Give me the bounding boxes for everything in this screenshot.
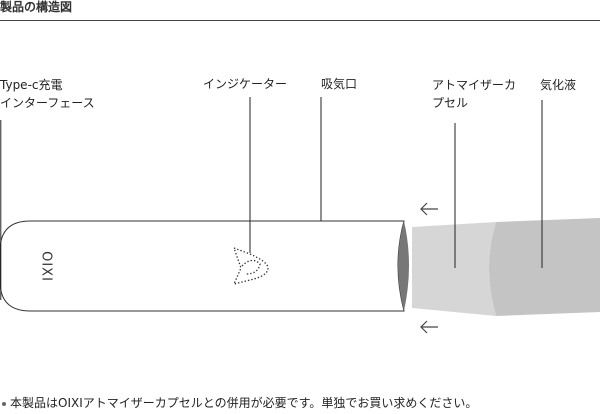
capsule-body xyxy=(412,222,496,316)
footnote-text: 本製品はOIXIアトマイザーカプセルとの併用が必要です。単独でお買い求めください… xyxy=(10,396,478,410)
label-charging-line1: Type-c充電 xyxy=(0,78,63,92)
device-body xyxy=(0,220,405,312)
label-capsule-line1: アトマイザーカ xyxy=(432,78,517,92)
label-capsule-line2: プセル xyxy=(432,96,469,110)
footnote: 本製品はOIXIアトマイザーカプセルとの併用が必要です。単独でお買い求めください… xyxy=(0,395,477,411)
arrow-left-icon xyxy=(420,202,438,216)
indicator-light-icon xyxy=(232,246,269,285)
liquid-reservoir xyxy=(489,218,600,316)
label-indicator: インジケーター xyxy=(203,77,288,91)
label-mouthpiece: 吸気口 xyxy=(321,77,358,91)
arrow-left-icon xyxy=(420,320,438,334)
page-title: 製品の構造図 xyxy=(0,0,73,14)
device-logo: OIXI xyxy=(38,251,54,282)
header-divider xyxy=(0,20,600,21)
label-liquid: 気化液 xyxy=(540,78,577,92)
label-charging-interface: Type-c充電 インターフェース xyxy=(0,76,95,112)
bullet-icon xyxy=(2,401,6,406)
label-capsule: アトマイザーカ プセル xyxy=(432,76,516,112)
label-charging-line2: インターフェース xyxy=(0,96,95,110)
device-end-cap xyxy=(398,221,409,311)
